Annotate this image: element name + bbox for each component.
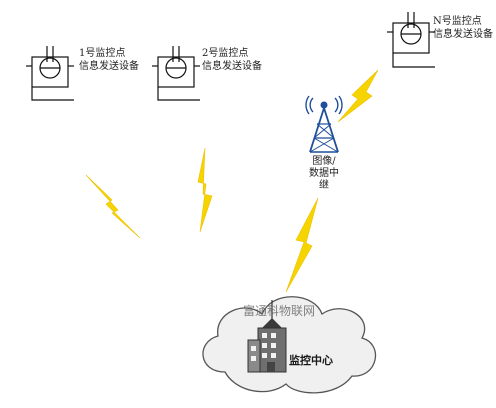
device-1-label: 1号监控点 信息发送设备 <box>79 47 139 73</box>
relay-tower-icon <box>305 95 343 153</box>
monitoring-center-building-icon <box>247 300 287 373</box>
monitoring-center-label: 监控中心 <box>289 354 333 367</box>
lightning-bolt-2-icon <box>197 147 213 233</box>
watermark: 富通科物联网 <box>243 304 316 318</box>
device-n-label-line1: N号监控点 <box>433 16 482 27</box>
device-1-label-line2: 信息发送设备 <box>79 61 139 72</box>
lightning-bolt-4-icon <box>285 197 319 293</box>
cloud-shape <box>202 296 377 394</box>
lightning-bolt-1-icon <box>85 174 141 239</box>
device-n-label: N号监控点 信息发送设备 <box>433 15 493 41</box>
device-n-label-line2: 信息发送设备 <box>433 29 493 40</box>
device-2-label-line1: 2号监控点 <box>202 48 249 59</box>
device-1-label-line1: 1号监控点 <box>79 48 126 59</box>
device-2-icon <box>152 46 200 101</box>
device-2-label: 2号监控点 信息发送设备 <box>202 47 262 73</box>
lightning-bolt-3-icon <box>337 69 379 123</box>
relay-label-line3: 继 <box>319 180 329 191</box>
device-n-icon <box>387 12 435 68</box>
device-1-icon <box>26 46 74 101</box>
relay-label-line2: 数据中 <box>309 168 339 179</box>
relay-label: 图像/ 数据中 继 <box>305 156 343 192</box>
relay-label-line1: 图像/ <box>312 156 336 167</box>
device-2-label-line2: 信息发送设备 <box>202 61 262 72</box>
